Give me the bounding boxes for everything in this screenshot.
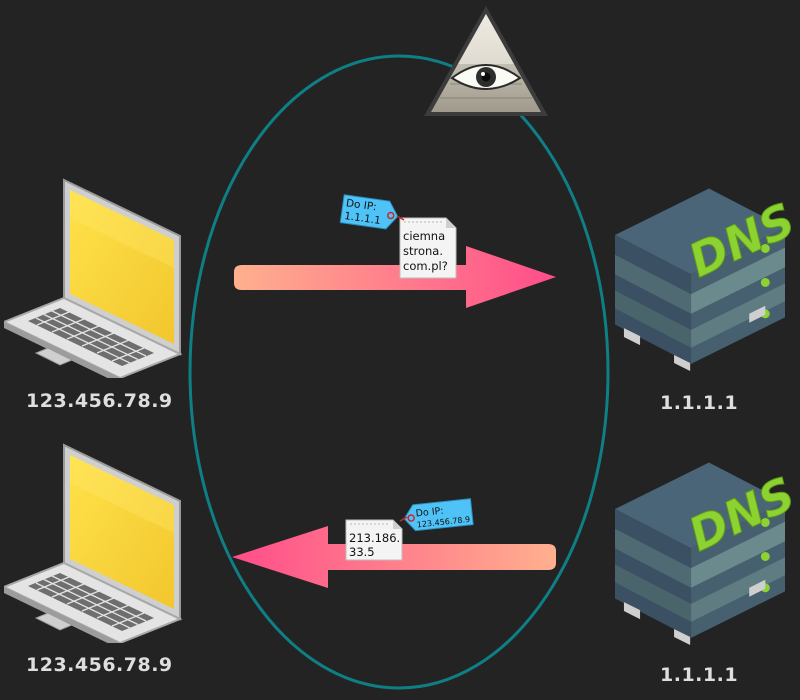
request-address-tag-icon: Do IP: 1.1.1.1 xyxy=(339,194,399,230)
client-laptop-icon-bottom xyxy=(4,444,181,643)
request-arrow xyxy=(234,246,556,308)
eye-of-providence-icon xyxy=(424,6,548,116)
response-address-tag-icon: Do IP: 123.456.78.9 xyxy=(403,498,474,532)
dns-server-icon-top: DNS xyxy=(615,188,800,372)
server-ip-top: 1.1.1.1 xyxy=(660,392,739,414)
client-laptop-icon-top xyxy=(4,179,181,378)
request-tag-line1: Do IP: xyxy=(345,197,377,213)
response-note-line1: 213.186. xyxy=(349,531,400,545)
dns-server-icon-bottom: DNS xyxy=(615,462,800,646)
response-note-line2: 33.5 xyxy=(349,545,375,559)
server-ip-bottom: 1.1.1.1 xyxy=(660,664,739,686)
response-envelope-note-icon: 213.186. 33.5 xyxy=(345,519,403,561)
request-envelope-note-icon: ciemna strona. com.pl? xyxy=(399,217,457,279)
request-note-line3: com.pl? xyxy=(403,259,448,273)
request-note-line1: ciemna xyxy=(403,229,445,243)
request-note-line2: strona. xyxy=(403,244,443,258)
client-ip-top: 123.456.78.9 xyxy=(26,390,173,412)
response-tag-line1: Do IP: xyxy=(415,506,444,520)
request-tag-line2: 1.1.1.1 xyxy=(343,210,381,227)
client-ip-bottom: 123.456.78.9 xyxy=(26,654,173,676)
interception-ellipse xyxy=(188,54,610,690)
